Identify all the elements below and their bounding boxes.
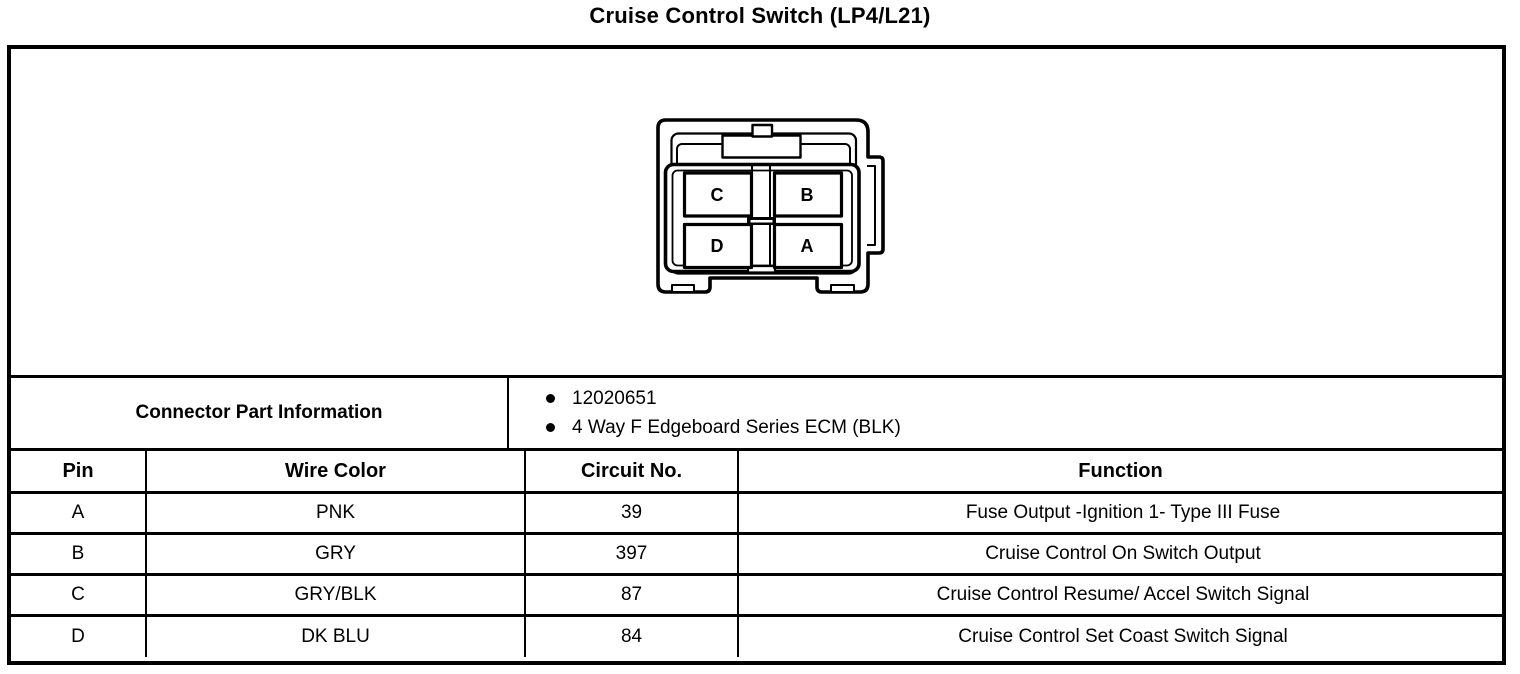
cell-function: Cruise Control Resume/ Accel Switch Sign… [737, 573, 1503, 617]
part-info-bullet-list: 12020651 4 Way F Edgeboard Series ECM (B… [510, 388, 1502, 439]
part-info-item: 12020651 [546, 388, 1502, 410]
pin-box-d [682, 222, 754, 270]
cell-circuit-no: 39 [524, 491, 740, 535]
connector-diagram: C B D A [656, 118, 885, 294]
table-row-pin-d: D DK BLU 84 Cruise Control Set Coast Swi… [11, 614, 1503, 657]
connector-foot-right-notch [830, 284, 855, 293]
connector-series-text: 4 Way F Edgeboard Series ECM (BLK) [572, 416, 901, 438]
pin-label-b: B [801, 185, 814, 205]
part-info-row: Connector Part Information 12020651 4 Wa… [11, 375, 1503, 451]
pin-box-b [772, 171, 844, 218]
pin-label-d: D [711, 236, 724, 256]
cell-pin: D [11, 614, 147, 657]
connector-center-rib-base [746, 264, 777, 274]
table-row-pin-b: B GRY 397 Cruise Control On Switch Outpu… [11, 532, 1503, 576]
connector-center-rib-collar-slot [750, 220, 773, 223]
cell-pin: C [11, 573, 147, 617]
table-header-row: Pin Wire Color Circuit No. Function [11, 448, 1503, 494]
connector-right-bump-inner [867, 165, 876, 246]
part-info-item: 4 Way F Edgeboard Series ECM (BLK) [546, 417, 1502, 439]
cell-function: Cruise Control Set Coast Switch Signal [737, 614, 1503, 657]
table-row-pin-a: A PNK 39 Fuse Output -Ignition 1- Type I… [11, 491, 1503, 535]
cell-function: Cruise Control On Switch Output [737, 532, 1503, 576]
cell-function: Fuse Output -Ignition 1- Type III Fuse [737, 491, 1503, 535]
cell-pin: B [11, 532, 147, 576]
header-function: Function [737, 448, 1503, 494]
part-info-items-cell: 12020651 4 Way F Edgeboard Series ECM (B… [507, 375, 1503, 451]
table-row-pin-c: C GRY/BLK 87 Cruise Control Resume/ Acce… [11, 573, 1503, 617]
cell-wire-color: GRY/BLK [144, 573, 527, 617]
cell-circuit-no: 397 [524, 532, 740, 576]
part-info-label-cell: Connector Part Information [11, 375, 510, 451]
header-wire-color: Wire Color [144, 448, 527, 494]
header-pin: Pin [11, 448, 147, 494]
cell-pin: A [11, 491, 147, 535]
part-number-text: 12020651 [572, 387, 657, 409]
header-circuit-no: Circuit No. [524, 448, 740, 494]
connector-figure-panel: C B D A [11, 49, 1502, 375]
pin-box-c [682, 171, 754, 218]
connector-foot-left-notch [671, 284, 695, 293]
pin-label-a: A [801, 236, 814, 256]
cell-wire-color: GRY [144, 532, 527, 576]
cell-circuit-no: 84 [524, 614, 740, 657]
pinout-table: Connector Part Information 12020651 4 Wa… [11, 375, 1503, 657]
cell-circuit-no: 87 [524, 573, 740, 617]
main-frame: C B D A Connector Part Information [7, 45, 1506, 665]
cell-wire-color: PNK [144, 491, 527, 535]
bullet-icon [546, 423, 556, 432]
cell-wire-color: DK BLU [144, 614, 527, 657]
connector-top-tab [751, 123, 774, 138]
connector-lock-tab-housing [721, 134, 802, 159]
page-title: Cruise Control Switch (LP4/L21) [589, 3, 931, 28]
bullet-icon [546, 394, 556, 403]
pin-box-a [772, 222, 844, 270]
pin-label-c: C [711, 185, 724, 205]
